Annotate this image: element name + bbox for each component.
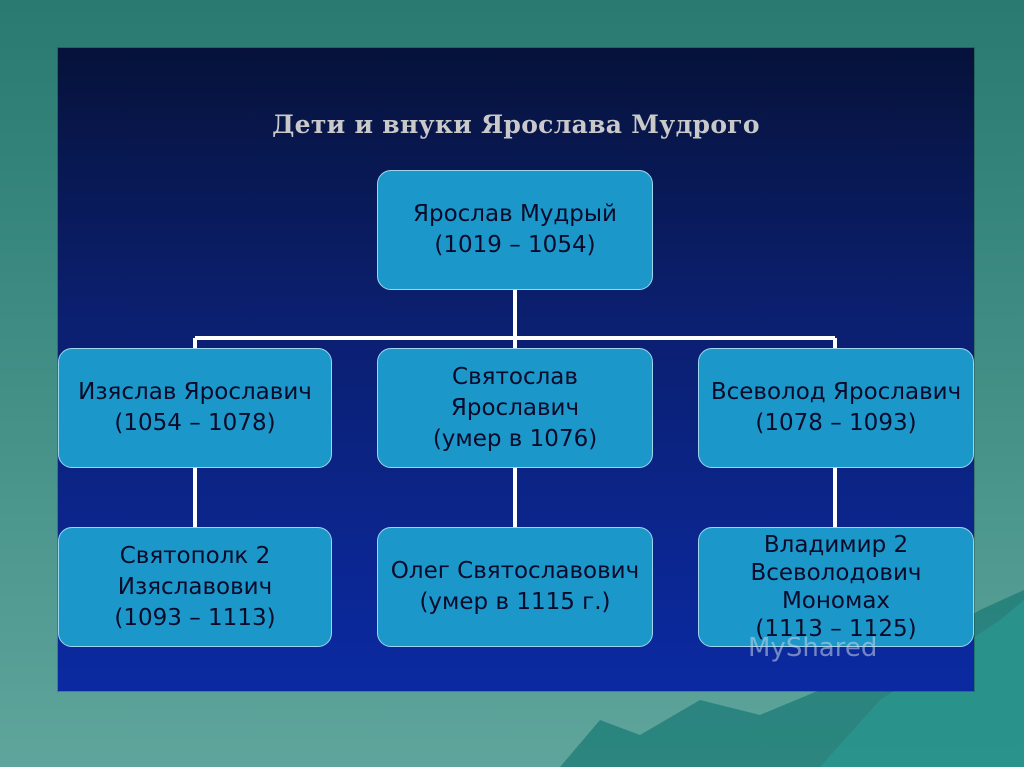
node-grandchild-3-line: (1113 – 1125) (755, 616, 917, 642)
node-grandchild-3-line: Владимир 2 (763, 532, 909, 558)
node-root: Ярослав Мудрый (1019 – 1054) (377, 170, 653, 290)
node-grandchild-1-line: Святополк 2 (119, 542, 271, 569)
node-root-name: Ярослав Мудрый (412, 201, 618, 227)
node-grandchild-3-line: Мономах (781, 588, 891, 614)
node-child-2-line: Ярославич (450, 394, 580, 421)
node-child-2-line: Святослав (452, 363, 578, 390)
node-child-1-line: (1054 – 1078) (114, 410, 276, 436)
node-child-2: Святослав Ярославич (умер в 1076) (377, 348, 653, 468)
node-child-3: Всеволод Ярославич (1078 – 1093) (698, 348, 974, 468)
node-grandchild-2-line: (умер в 1115 г.) (419, 589, 611, 615)
watermark-text: MyShared (748, 633, 878, 663)
slide-panel: Дети и внуки Ярослава Мудрого Ярослав Му… (58, 48, 974, 691)
connector-lines (193, 290, 837, 527)
node-grandchild-3-line: Всеволодович (750, 560, 922, 586)
node-grandchild-2: Олег Святославович (умер в 1115 г.) (377, 527, 653, 647)
node-root-dates: (1019 – 1054) (434, 232, 596, 258)
node-grandchild-1-line: (1093 – 1113) (114, 604, 276, 631)
node-child-1: Изяслав Ярославич (1054 – 1078) (58, 348, 332, 468)
node-grandchild-1-line: Изяславович (117, 573, 273, 600)
diagram-title: Дети и внуки Ярослава Мудрого (272, 110, 760, 139)
node-grandchild-1: Святополк 2 Изяславович (1093 – 1113) (58, 527, 332, 647)
node-child-3-line: (1078 – 1093) (755, 410, 917, 436)
node-child-1-line: Изяслав Ярославич (78, 379, 312, 405)
node-grandchild-2-line: Олег Святославович (390, 558, 640, 584)
node-child-2-line: (умер в 1076) (432, 425, 598, 452)
node-child-3-line: Всеволод Ярославич (710, 379, 962, 405)
node-grandchild-3: Владимир 2 Всеволодович Мономах (1113 – … (698, 527, 974, 647)
